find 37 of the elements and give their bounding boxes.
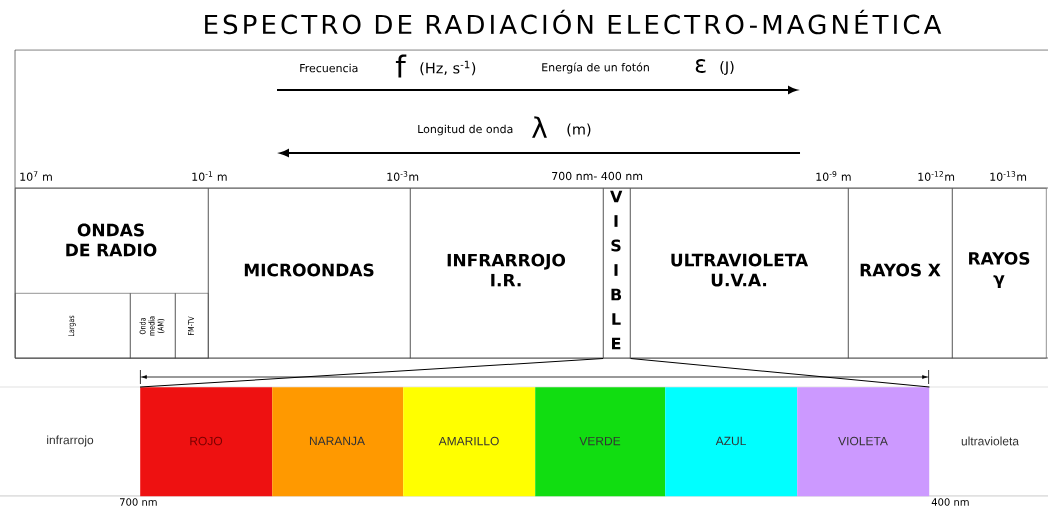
color-band-cell: VERDE [535, 387, 666, 497]
axis-label: Frecuencia [300, 63, 358, 73]
color-band-cell: AMARILLO [403, 387, 536, 497]
tick-label: 700 nm [120, 498, 157, 506]
band-cell: MICROONDAS [208, 188, 411, 359]
unit-label: (J) [720, 61, 734, 75]
color-band-cell: AZUL [665, 387, 798, 497]
color-band-cell: VIOLETA [797, 387, 930, 497]
tick-label: 400 nm [931, 498, 969, 506]
zoom-line [630, 358, 930, 388]
symbol: λ [532, 116, 547, 138]
symbol: ε [695, 59, 706, 73]
unit-label: (m) [567, 123, 591, 137]
tick-label: 10$^{-9}$ m [816, 171, 851, 181]
tick-label: 10$^{7}$ m [20, 171, 52, 181]
tick-label: 10$^{-12}$m [918, 171, 955, 181]
band-cell: INFRARROJO I.R. [410, 188, 604, 359]
tick-label: 10$^{-3}$m [387, 171, 419, 181]
color-band-cell: ultravioleta [961, 436, 1019, 446]
symbol: f [395, 54, 407, 78]
color-band-cell: NARANJA [272, 387, 404, 497]
axis-label: Longitud de onda [418, 124, 513, 136]
band-cell: RAYOS γ [952, 188, 1047, 359]
color-band-cell: infrarrojo [47, 435, 94, 447]
band-cell: ULTRAVIOLETA U.V.A. [630, 188, 849, 359]
sub-band-cell: Onda media (AM) [130, 293, 176, 359]
unit-label: (Hz, s$^{-1}$) [420, 60, 476, 76]
band-cell: RAYOS X [848, 188, 953, 359]
sub-band-cell: Largas [15, 293, 131, 359]
tick-label: 10$^{-1}$ m [192, 171, 227, 181]
axis-label: Energía de un fotón [542, 62, 649, 74]
title: ESPECTRO DE RADIACIÓN ELECTRO-MAGNÉTICA [205, 9, 942, 35]
color-band-cell: ROJO [140, 387, 273, 497]
tick-label: 700 nm- 400 nm [552, 171, 643, 181]
band-cell: VISIBLE [603, 188, 631, 359]
sub-band-cell: FM-TV [175, 293, 209, 359]
zoom-line [139, 358, 604, 388]
